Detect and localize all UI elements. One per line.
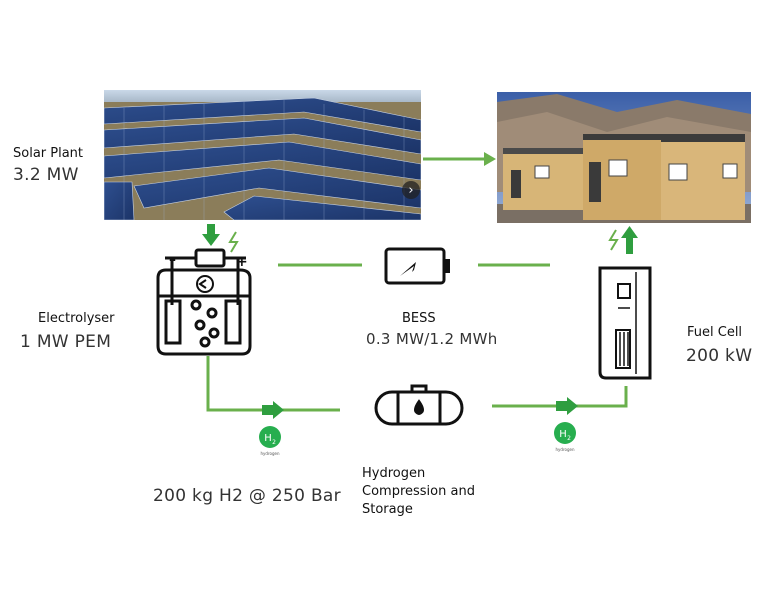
storage-label-line-2: Compression and: [362, 484, 475, 499]
hydrogen-storage-tank-icon: [374, 384, 464, 426]
storage-to-fuelcell-line: [492, 386, 628, 415]
storage-label-line-1: Hydrogen: [362, 466, 426, 481]
svg-text:H: H: [559, 429, 567, 440]
storage-capacity-value: 200 kg H2 @ 250 Bar: [153, 486, 341, 506]
bess-label: BESS: [402, 311, 436, 326]
solar-plant-image: ›: [104, 90, 421, 220]
fuelcell-to-load-arrow: [621, 226, 638, 254]
image-next-button[interactable]: [402, 181, 420, 199]
solar-to-electrolyser-arrow: [202, 224, 220, 246]
storage-label: Hydrogen Compression and Storage: [362, 465, 475, 519]
svg-text:H: H: [264, 433, 272, 444]
h2-badge-icon: H 2 hydrogen: [259, 426, 281, 456]
h2-badge-icon-2: H 2 hydrogen: [554, 422, 576, 452]
positive-terminal-icon: +: [236, 254, 248, 270]
buildings-image: [497, 92, 751, 223]
fuel-cell-value: 200 kW: [686, 346, 753, 366]
electricity-bolt-icon-2: [608, 229, 619, 251]
negative-terminal-icon: –: [169, 252, 176, 268]
bess-value: 0.3 MW/1.2 MWh: [366, 330, 498, 348]
battery-icon: [384, 247, 450, 285]
solar-to-load-arrow: [423, 152, 496, 166]
electricity-bolt-icon: [228, 231, 239, 253]
chevron-right-icon: ›: [408, 183, 413, 198]
svg-text:hydrogen: hydrogen: [261, 451, 280, 456]
electrolyser-to-storage-line: [206, 356, 340, 419]
storage-label-line-3: Storage: [362, 502, 413, 517]
electrolyser-label: Electrolyser: [38, 311, 115, 326]
electrolyser-value: 1 MW PEM: [20, 332, 112, 352]
solar-plant-value: 3.2 MW: [13, 165, 79, 185]
svg-text:2: 2: [272, 439, 276, 446]
solar-plant-label: Solar Plant: [13, 146, 84, 161]
electrolyser-icon: [156, 248, 252, 356]
fuel-cell-label: Fuel Cell: [687, 325, 743, 340]
fuel-cell-icon: [598, 266, 652, 380]
svg-text:2: 2: [567, 435, 571, 442]
svg-text:hydrogen: hydrogen: [556, 447, 575, 452]
